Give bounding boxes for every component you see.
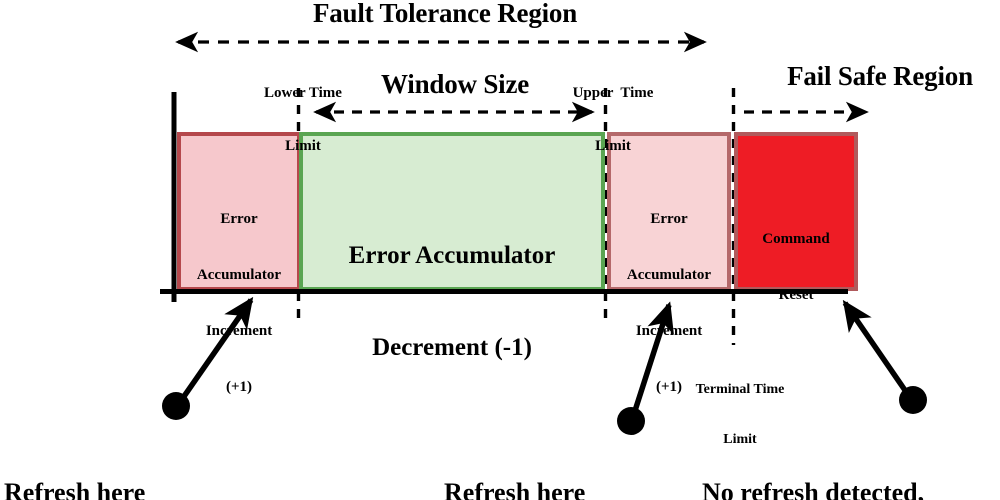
box2-line1: Error Accumulator — [348, 242, 556, 269]
upper-time-limit-line2: Limit — [595, 138, 631, 155]
terminal-time-limit-label: Terminal Time Limit — [665, 348, 815, 482]
lower-time-limit-line2: Limit — [285, 138, 321, 155]
box1-line1: Error — [220, 210, 258, 227]
box-error-accumulator-increment-early — [177, 132, 301, 291]
callout1-line1: Refresh here — [4, 478, 146, 500]
box3-line4: (+1) — [655, 379, 683, 396]
box3-line1: Error — [650, 210, 688, 227]
no-refresh-dot — [899, 386, 927, 414]
callout3-line1: No refresh detected, — [702, 478, 925, 500]
box4-line2: Reset — [778, 286, 814, 303]
box-label-command-reset: Command Reset — [738, 192, 854, 342]
box1-line4: (+1) — [225, 379, 253, 396]
callout2-line1: Refresh here — [444, 478, 586, 500]
lower-time-limit-line1: Lower Time — [264, 85, 342, 102]
lower-time-limit-label: Lower Time Limit — [238, 50, 368, 192]
terminal-time-limit-line2: Limit — [723, 431, 757, 447]
box-error-accumulator-decrement — [299, 132, 605, 291]
refresh-early-dot — [162, 392, 190, 420]
box4-line1: Command — [762, 230, 830, 247]
box1-line3: Increment — [205, 323, 273, 339]
fail-safe-region-title: Fail Safe Region — [787, 61, 973, 91]
box-error-accumulator-increment-late — [607, 132, 731, 291]
terminal-time-limit-line1: Terminal Time — [695, 381, 785, 397]
refresh-late-leader — [629, 301, 674, 421]
refresh-late-dot — [617, 407, 645, 435]
box3-line3: Increment — [635, 323, 703, 339]
box-label-error-accumulator-decrement: Error Accumulator Decrement (-1) — [303, 180, 601, 424]
box3-line2: Accumulator — [626, 266, 712, 283]
window-size-title: Window Size — [380, 69, 530, 99]
box2-line2: Decrement (-1) — [372, 333, 532, 361]
box-label-error-accumulator-increment-early: Error Accumulator Increment (+1) — [181, 172, 297, 435]
callout-refresh-early: Refresh here in error, early — [4, 418, 264, 500]
no-refresh-leader — [842, 299, 914, 401]
fault-tolerance-region-title: Fault Tolerance Region — [312, 0, 578, 28]
box-label-error-accumulator-increment-late: Error Accumulator Increment (+1) — [611, 172, 727, 435]
box1-line2: Accumulator — [196, 266, 282, 283]
box-command-reset — [734, 132, 858, 291]
callout-no-refresh: No refresh detected, MCU not responsive — [702, 418, 1000, 500]
upper-time-limit-label: Upper Time Limit — [548, 50, 678, 192]
refresh-early-leader — [175, 296, 254, 407]
callout-refresh-late: Refresh here in error, late — [444, 418, 704, 500]
upper-time-limit-line1: Upper Time — [572, 85, 654, 102]
